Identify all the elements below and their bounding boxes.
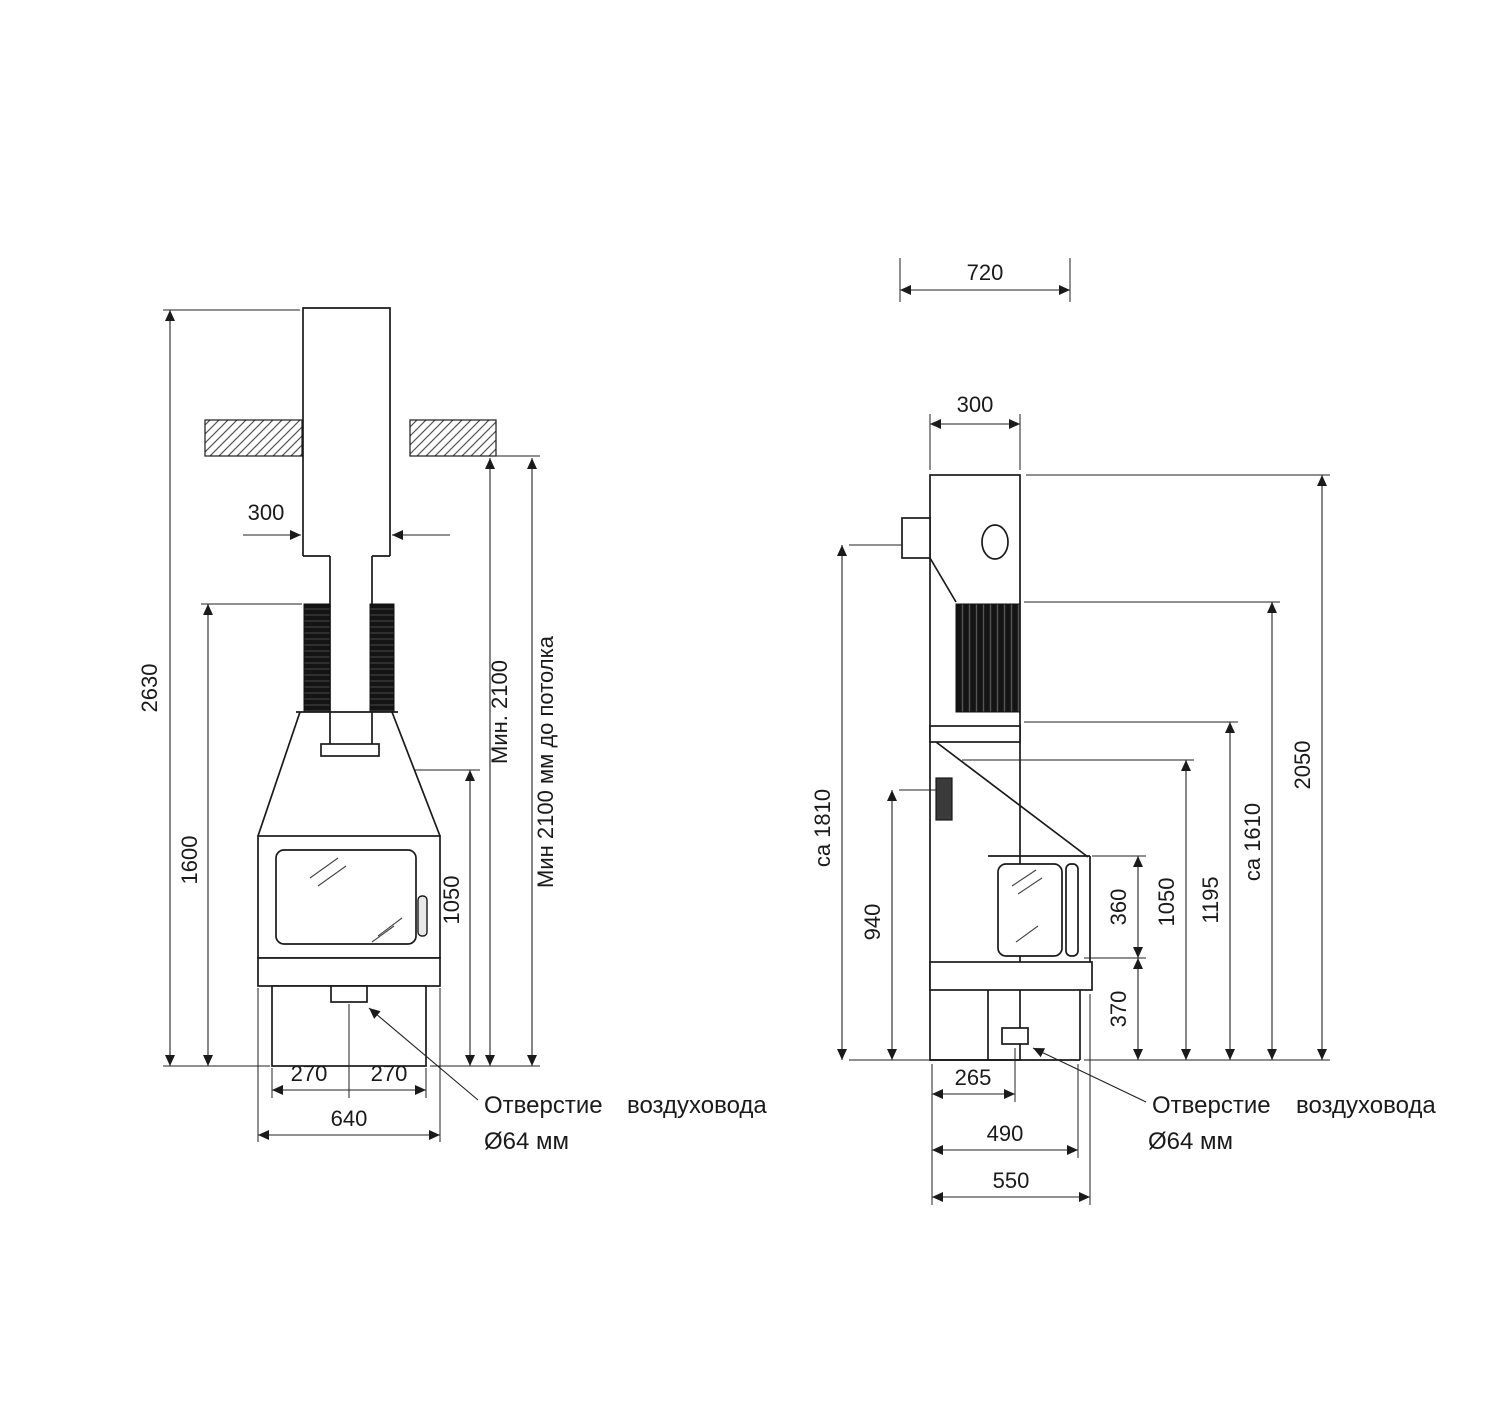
top-plate (929, 725, 1021, 743)
front-dim-640-label: 640 (331, 1106, 368, 1131)
hood-side-left (257, 711, 301, 837)
front-dim-1600: 1600 (177, 603, 302, 1066)
heat-shield-side (955, 603, 1021, 713)
front-dim-1050: 1050 (414, 769, 480, 1066)
side-dim-940: 940 (860, 789, 936, 1060)
side-dim-720-label: 720 (967, 260, 1004, 285)
front-ceiling (204, 419, 497, 457)
control-handle (935, 777, 953, 821)
side-stove-body (901, 474, 1093, 1061)
side-dim-940-label: 940 (860, 904, 885, 941)
side-door-frame (1065, 863, 1079, 957)
side-dim-550: 550 (932, 994, 1091, 1205)
front-dim-270-270: 270 270 (271, 1004, 427, 1098)
side-dim-265: 265 (931, 1048, 1016, 1205)
glass-reflections (309, 857, 403, 943)
outer-casing (302, 307, 391, 556)
front-dim-2630-label: 2630 (137, 664, 162, 713)
side-dim-360: 360 (1084, 855, 1146, 959)
front-note-diameter: Ø64 мм (484, 1128, 569, 1155)
front-note-word1: Отверстие (484, 1092, 603, 1119)
side-dim-490-label: 490 (987, 1121, 1024, 1146)
side-glass-reflections (1011, 869, 1043, 943)
front-dim-270-right-label: 270 (371, 1061, 408, 1086)
casing-step (929, 557, 957, 603)
front-dim-270-left-label: 270 (291, 1061, 328, 1086)
ceiling-hatch-left (204, 419, 303, 457)
front-view: 2630 1600 300 Мин. 2100 Мин 2100 мм до п… (137, 307, 767, 1155)
side-dim-490: 490 (932, 1064, 1079, 1158)
door-handle (417, 895, 428, 937)
front-dim-1600-label: 1600 (177, 836, 202, 885)
hood-side-right (391, 711, 441, 837)
front-chimney (302, 307, 395, 744)
side-dim-2050-label: 2050 (1290, 741, 1315, 790)
front-dim-300: 300 (243, 500, 450, 540)
front-dim-min2100-label: Мин. 2100 (487, 660, 512, 764)
side-dim-ca1810: са 1810 (810, 544, 930, 1061)
side-dim-1050-label: 1050 (1154, 878, 1179, 927)
side-note-word2: воздуховода (1296, 1092, 1436, 1119)
ceiling-hatch-right (409, 419, 497, 457)
air-duct-hole (330, 985, 368, 1003)
side-dim-ca1610-label: са 1610 (1240, 803, 1265, 881)
side-dim-ca1610: са 1610 (1024, 601, 1280, 1060)
heat-shield-left (303, 603, 331, 713)
side-note-word1: Отверстие (1152, 1092, 1271, 1119)
side-dim-370: 370 (1106, 958, 1143, 1060)
front-dim-min2100: Мин. 2100 (485, 458, 512, 1066)
side-dim-300-label: 300 (957, 392, 994, 417)
front-dim-min2100-note-label: Мин 2100 мм до потолка (533, 635, 558, 888)
base-band (257, 957, 441, 987)
side-dim-1195: 1195 (1024, 721, 1238, 1060)
hood-slope (935, 741, 1089, 858)
side-dim-1195-label: 1195 (1198, 876, 1223, 923)
side-view: 720 300 са 1810 940 2050 (810, 258, 1436, 1205)
front-air-duct-note: Отверстие воздуховода Ø64 мм (368, 1007, 767, 1155)
side-air-duct-note: Отверстие воздуховода Ø64 мм (1032, 1047, 1436, 1155)
side-glass-door (997, 863, 1063, 957)
side-dim-720: 720 (899, 258, 1071, 302)
front-dim-300-label: 300 (248, 500, 285, 525)
convection-outlet (901, 517, 931, 559)
side-dim-1050: 1050 (962, 759, 1194, 1060)
front-dim-min2100-note: Мин 2100 мм до потолка (430, 455, 558, 1067)
side-dim-ca1810-label: са 1810 (810, 789, 835, 867)
side-dim-2050: 2050 (1026, 474, 1330, 1061)
front-note-word2: воздуховода (627, 1092, 767, 1119)
side-note-diameter: Ø64 мм (1148, 1128, 1233, 1155)
flue-outlet-circle (981, 524, 1009, 560)
heat-shield-right (369, 603, 395, 713)
side-dim-370-label: 370 (1106, 991, 1131, 1028)
side-dim-265-label: 265 (955, 1065, 992, 1090)
front-dim-640: 640 (257, 988, 441, 1142)
front-dim-2630: 2630 (137, 309, 300, 1067)
glass-door (275, 849, 417, 945)
side-base-band (929, 961, 1093, 991)
side-dim-300: 300 (929, 392, 1021, 470)
side-air-duct-hole (1001, 1027, 1029, 1045)
side-dim-360-label: 360 (1106, 889, 1131, 926)
front-dim-1050-label: 1050 (439, 876, 464, 925)
side-dim-550-label: 550 (993, 1168, 1030, 1193)
flue-collar (320, 743, 380, 757)
